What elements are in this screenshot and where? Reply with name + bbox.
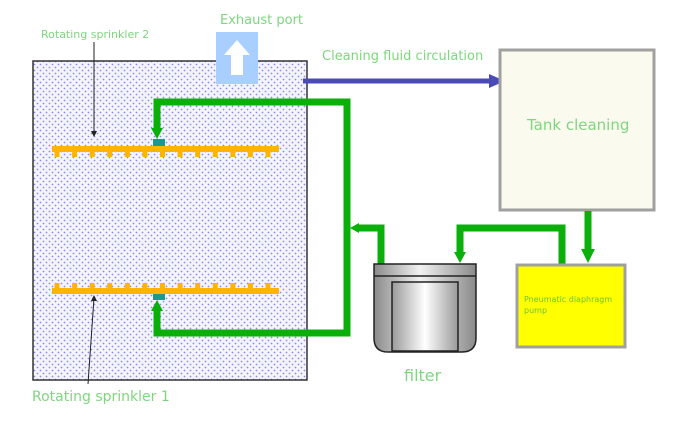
sprinkler-nozzle — [247, 152, 253, 157]
pointer-arrowhead-icon — [91, 295, 97, 301]
sprinkler-1-pointer — [87, 297, 95, 385]
sprinkler-nozzle — [89, 283, 95, 288]
rotating-sprinkler-1 — [52, 283, 279, 294]
sprinkler-nozzle — [230, 152, 236, 157]
pipe-network — [153, 98, 592, 337]
sprinkler-1-connector — [153, 294, 165, 300]
exhaust-port — [216, 32, 258, 84]
sprinkler-2-connector — [153, 139, 165, 146]
sprinkler-nozzle — [195, 283, 201, 288]
sprinkler-nozzle — [124, 283, 130, 288]
sprinkler-nozzle — [212, 152, 218, 157]
pipe-filter-out — [356, 224, 385, 264]
arrow-down-icon — [581, 249, 595, 263]
arrow-down-icon — [151, 128, 163, 139]
filter-cartridge — [391, 281, 459, 352]
sprinkler-nozzle — [89, 152, 95, 157]
tank-label: Tank cleaning — [526, 116, 629, 134]
sprinkler-2-label: Rotating sprinkler 2 — [41, 28, 149, 41]
sprinkler-nozzle — [212, 283, 218, 288]
pipe-upper-feed — [153, 98, 351, 228]
sprinkler-nozzle — [72, 283, 78, 288]
pneumatic-diaphragm-pump — [515, 263, 627, 349]
arrow-up-icon — [151, 300, 163, 311]
sprinkler-nozzle — [195, 152, 201, 157]
exhaust-port-label: Exhaust port — [220, 13, 303, 28]
sprinkler-bar — [52, 288, 279, 294]
sprinkler-nozzle — [72, 152, 78, 157]
sprinkler-nozzle — [124, 152, 130, 157]
sprinkler-nozzle — [247, 283, 253, 288]
sprinkler-nozzle — [177, 152, 183, 157]
sprinkler-nozzle — [107, 283, 113, 288]
cleaning-chamber — [32, 60, 308, 381]
pointer-arrowhead-icon — [91, 131, 97, 137]
sprinkler-nozzle — [160, 283, 165, 288]
sprinkler-nozzle — [265, 283, 271, 288]
pump-label-line2: pump — [524, 306, 547, 315]
arrow-down-icon — [454, 252, 466, 263]
sprinkler-nozzle — [54, 283, 60, 288]
filter-label: filter — [404, 366, 442, 385]
pump-label-line1: Pneumatic diaphragm — [524, 295, 612, 304]
sprinkler-nozzle — [142, 152, 148, 157]
filter-unit — [373, 263, 477, 353]
pipe-lower-feed — [153, 228, 351, 337]
sprinkler-bar — [52, 146, 279, 152]
sprinkler-nozzle — [142, 283, 148, 288]
sprinkler-nozzle — [54, 152, 60, 157]
pipe-pump-out — [456, 224, 566, 264]
cleaning-tank — [498, 48, 656, 212]
sprinkler-nozzle — [160, 152, 165, 157]
arrow-up-icon — [224, 40, 250, 75]
arrowhead-right-icon — [489, 74, 505, 88]
rotating-sprinkler-2 — [52, 146, 279, 157]
sprinkler-nozzle — [107, 152, 113, 157]
sprinkler-1-label: Rotating sprinkler 1 — [32, 389, 170, 405]
sprinkler-nozzle — [177, 283, 183, 288]
circulation-label: Cleaning fluid circulation — [322, 49, 483, 64]
sprinkler-nozzle — [265, 152, 271, 157]
sprinkler-nozzle — [230, 283, 236, 288]
arrow-left-icon — [350, 223, 359, 233]
